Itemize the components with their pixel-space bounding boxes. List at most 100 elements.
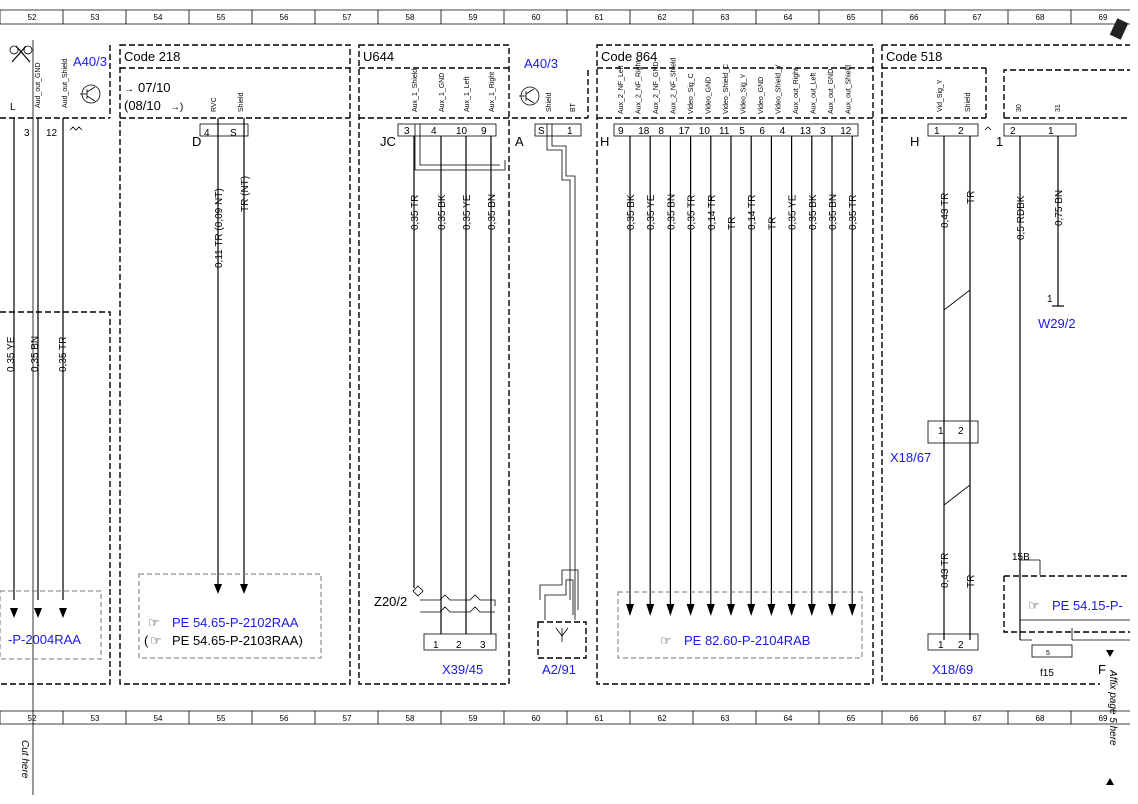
u644-wire-1: 0,35 BK	[437, 194, 448, 230]
ruler-col-52: 52	[28, 714, 37, 723]
code864-arrow-8	[787, 604, 796, 616]
code864-wire-9: 0,35 BK	[808, 194, 819, 230]
code864-arrow-0	[626, 604, 634, 616]
u644-wire-2: 0,35 YE	[462, 194, 473, 230]
ruler-col-56: 56	[280, 714, 289, 723]
x1867-pin-1: 1	[938, 426, 944, 437]
code518-wire-lower-2: TR	[966, 575, 977, 588]
code864-wire-3: 0,35 TR	[687, 195, 698, 230]
ref-4[interactable]: PE 54.15-P-	[1052, 598, 1123, 613]
x1869-label[interactable]: X18/69	[932, 662, 973, 677]
code864-wire-8: 0,35 YE	[788, 194, 799, 230]
code518-block: Code 518 H Vid_Sig_Y Shield 1 2 0,43 TR …	[881, 44, 1130, 685]
x39-label[interactable]: X39/45	[442, 662, 483, 677]
left-pin-shield: Aud_out_Shield	[62, 58, 69, 108]
arrow-up-icon	[1106, 778, 1114, 785]
code864-pin-1: Aux_2_NF_Right	[636, 61, 643, 114]
code864-pin-num-9: 13	[800, 126, 812, 137]
right-wire-1: 0,5 RDBK	[1016, 195, 1027, 240]
code518-pin-shield: Shield	[965, 92, 972, 112]
code218-pin-num-s: S	[230, 128, 237, 139]
code864-connector: H	[600, 134, 609, 149]
code864-block: Code 864 H Aux_2_NF_Left Aux_2_NF_Right Au…	[596, 44, 874, 685]
right-pin-30: 30	[1016, 104, 1023, 112]
ruler-col-54: 54	[154, 714, 163, 723]
ref-3[interactable]: PE 82.60-P-2104RAB	[684, 633, 810, 648]
code864-wire-10: 0,35 BN	[828, 194, 839, 230]
a403-connector: A	[515, 134, 524, 149]
code864-wire-6: 0,14 TR	[747, 195, 758, 230]
hand-icon: ☞	[148, 615, 160, 630]
ruler-col-53: 53	[91, 714, 100, 723]
code864-pin-0: Aux_2_NF_Left	[618, 65, 625, 114]
code864-title: Code 864	[601, 49, 657, 64]
ruler-col-65: 65	[847, 13, 856, 22]
left-block: A40/3 L Aud_out_GND Aud_out_Shield 3 12 …	[0, 45, 111, 685]
ruler-col-68: 68	[1036, 714, 1045, 723]
ruler-col-66: 66	[910, 714, 919, 723]
component-a40-3-mid: A40/3	[524, 56, 558, 71]
x1869-pin-1: 1	[938, 640, 944, 651]
ruler-col-66: 66	[910, 13, 919, 22]
code864-pin-5: Video_GND	[706, 77, 713, 114]
svg-text:→): →)	[170, 102, 183, 113]
code864-pin-11: Aux_out_Left	[811, 73, 818, 114]
left-wire-ye: 0,35 YE	[6, 336, 17, 372]
code864-pin-num-4: 10	[699, 126, 711, 137]
code218-wire-1: 0,11 TR (0,09 NT)	[214, 188, 225, 268]
ruler-col-52: 52	[28, 13, 37, 22]
code864-pin-7: Video_Sig_Y	[741, 73, 748, 114]
code864-arrow-10	[828, 604, 836, 616]
ruler-col-58: 58	[406, 714, 415, 723]
component-a40-3-left: A40/3	[73, 54, 107, 69]
code864-arrow-9	[807, 604, 816, 616]
f15-value: 5	[1046, 650, 1050, 657]
ruler-col-67: 67	[973, 714, 982, 723]
code218-date2: (08/10	[124, 98, 161, 113]
ruler-col-67: 67	[973, 13, 982, 22]
svg-text:→: →	[124, 84, 134, 95]
right-wire-2: 0,75 BN	[1054, 190, 1065, 226]
affix-note: Affix page 5 here	[1107, 669, 1118, 746]
ruler-col-65: 65	[847, 714, 856, 723]
ruler-col-69: 69	[1099, 714, 1108, 723]
ruler-col-64: 64	[784, 714, 793, 723]
code864-pin-num-8: 4	[780, 126, 786, 137]
ruler-col-53: 53	[91, 13, 100, 22]
x1867-label[interactable]: X18/67	[890, 450, 931, 465]
pencil-icon	[1109, 18, 1129, 40]
u644-pin-num-3: 9	[481, 126, 487, 137]
ruler-col-57: 57	[343, 714, 352, 723]
ref-2-paren: (	[144, 633, 149, 648]
code864-arrow-2	[666, 604, 675, 616]
f-label: F	[1098, 662, 1106, 677]
code218-pin-num-4: 4	[204, 128, 210, 139]
a291-label[interactable]: A2/91	[542, 662, 576, 677]
ref-1[interactable]: PE 54.65-P-2102RAA	[172, 615, 299, 630]
f15-label: f15	[1040, 668, 1054, 679]
z20-component: Z20/2	[374, 585, 496, 613]
ruler-col-60: 60	[532, 13, 541, 22]
hand-icon: ☞	[150, 633, 162, 648]
right-block: 30 31 2 1 1 0,5 RDBK 0,75 BN 1 W29/2 15B…	[996, 69, 1130, 679]
a403-mid-block: A40/3 Shield BT A S 1 A2/91	[512, 56, 589, 677]
code864-pin-2: Aux_2_NF_GND	[653, 61, 660, 114]
code218-date1: 07/10	[138, 80, 171, 95]
right-connector: 1	[996, 134, 1003, 149]
code864-wire-0: 0,35 BK	[626, 194, 637, 230]
ref-2[interactable]: PE 54.65-P-2103RAA)	[172, 633, 303, 648]
right-pin-num-2: 2	[1010, 126, 1016, 137]
ruler-col-62: 62	[658, 13, 667, 22]
w29-label[interactable]: W29/2	[1038, 316, 1076, 331]
ruler-col-55: 55	[217, 13, 226, 22]
code864-pin-12: Aux_out_GND	[828, 69, 835, 114]
ref-left[interactable]: -P-2004RAA	[8, 632, 81, 647]
code518-title: Code 518	[886, 49, 942, 64]
code518-pin-num-1: 1	[934, 126, 940, 137]
a403-pin-num-1: 1	[567, 126, 573, 137]
u644-wire-0: 0,35 TR	[410, 195, 421, 230]
ruler-col-63: 63	[721, 714, 730, 723]
code518-connector: H	[910, 134, 919, 149]
code864-arrow-7	[767, 604, 776, 616]
